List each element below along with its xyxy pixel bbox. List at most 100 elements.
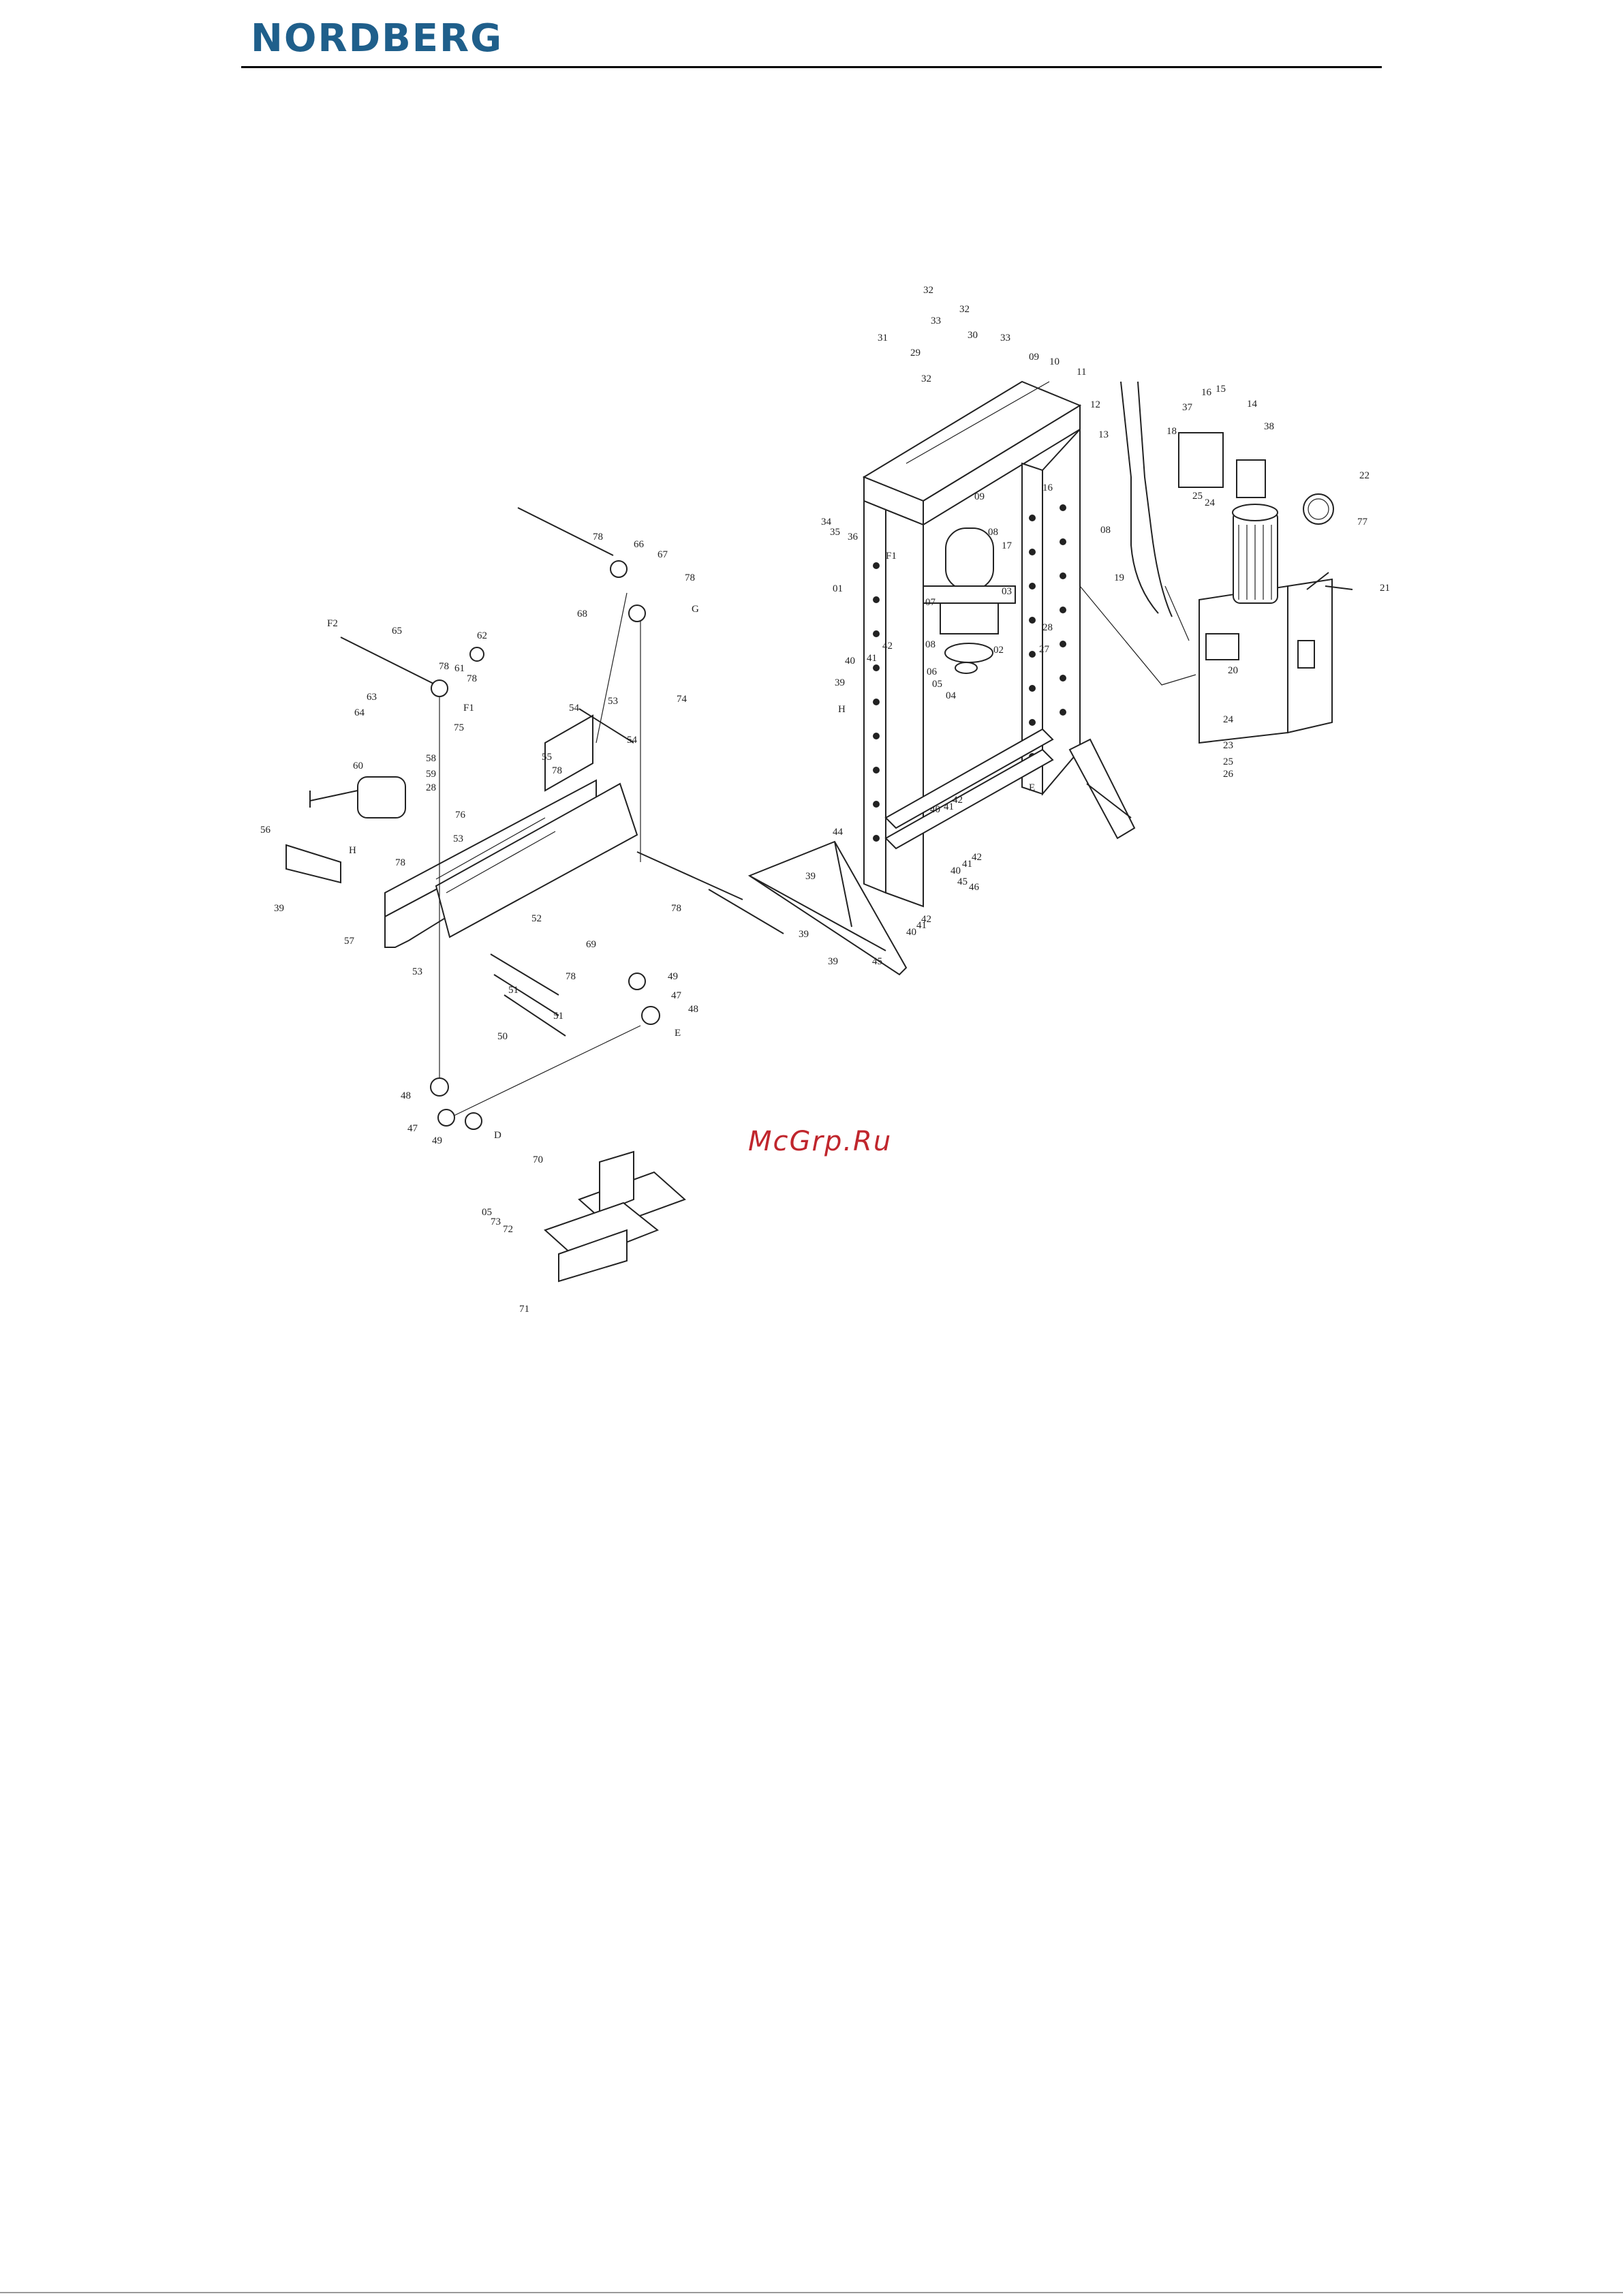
- callout-label: 25: [1192, 491, 1203, 502]
- callout-label: 08: [925, 639, 936, 650]
- callout-label: 11: [1077, 367, 1086, 378]
- callout-label: E: [675, 1028, 681, 1039]
- callout-label: 49: [432, 1135, 442, 1146]
- callout-label: 53: [453, 833, 463, 844]
- callout-label: 39: [274, 903, 284, 914]
- callout-label: 39: [799, 929, 809, 940]
- callout-label: 46: [969, 882, 980, 893]
- callout-label: 41: [962, 859, 972, 870]
- callout-label: 17: [1002, 540, 1013, 551]
- callout-label: 65: [392, 626, 402, 637]
- callout-label: 54: [627, 735, 638, 746]
- callout-label: F2: [327, 618, 338, 629]
- callout-label: 45: [957, 876, 968, 887]
- callout-label: 32: [923, 285, 933, 296]
- callout-label: 25: [1223, 756, 1233, 767]
- callout-label: 08: [988, 527, 998, 538]
- callout-label: 45: [872, 956, 882, 967]
- callout-label: 49: [668, 971, 678, 982]
- callout-label: 13: [1098, 429, 1109, 440]
- callout-label: 61: [454, 663, 465, 674]
- callout-labels: 32 32 33 33 31 29 30 09 10 11 32 12 16 1…: [260, 285, 1390, 1315]
- callout-label: 16: [1201, 387, 1212, 398]
- callout-label: 54: [569, 703, 580, 714]
- callout-label: 06: [927, 667, 938, 677]
- callout-label: 19: [1114, 572, 1124, 583]
- callout-label: 20: [1228, 665, 1238, 676]
- callout-label: 26: [1223, 769, 1234, 780]
- callout-label: 74: [677, 694, 687, 705]
- callout-label: 08: [1100, 525, 1111, 536]
- callout-label: 42: [953, 795, 963, 806]
- callout-label: 78: [467, 673, 477, 684]
- callout-label: 24: [1205, 498, 1216, 508]
- callout-label: 68: [577, 609, 587, 619]
- callout-label: 09: [1029, 352, 1039, 363]
- callout-label: 78: [566, 971, 576, 982]
- callout-label: 38: [1264, 421, 1274, 432]
- callout-label: 32: [959, 304, 970, 315]
- callout-label: 44: [833, 827, 844, 838]
- callout-label: 02: [993, 645, 1004, 656]
- callout-label: 40: [906, 927, 916, 938]
- callout-label: F1: [886, 551, 897, 562]
- callout-label: 51: [508, 985, 519, 996]
- callout-label: 75: [454, 722, 464, 733]
- callout-label: 48: [688, 1004, 698, 1015]
- callout-label: 23: [1223, 740, 1233, 751]
- hydraulic-cylinder: [923, 527, 1016, 674]
- callout-label: 48: [401, 1090, 411, 1101]
- callout-label: 50: [497, 1031, 508, 1042]
- callout-label: 56: [260, 825, 271, 836]
- callout-label: 30: [968, 330, 978, 341]
- callout-label: 41: [916, 920, 927, 931]
- footer-divider: [0, 2292, 1623, 2293]
- callout-label: 62: [477, 630, 487, 641]
- callout-label: F1: [463, 703, 474, 714]
- callout-label: 09: [974, 491, 985, 502]
- callout-label: 78: [395, 857, 405, 868]
- callout-label: 66: [634, 539, 645, 550]
- callout-label: 07: [925, 597, 936, 608]
- callout-label: 03: [1002, 586, 1012, 597]
- callout-label: 47: [671, 990, 682, 1001]
- callout-label: 16: [1042, 483, 1053, 493]
- callout-label: 29: [910, 348, 921, 358]
- callout-label: 04: [946, 690, 957, 701]
- callout-label: 34: [821, 517, 832, 527]
- callout-label: 33: [1000, 333, 1010, 343]
- callout-label: 32: [921, 373, 931, 384]
- callout-label: 53: [412, 966, 422, 977]
- callout-label: H: [349, 845, 356, 856]
- callout-label: 76: [455, 810, 466, 821]
- callout-label: 55: [542, 752, 552, 763]
- callout-label: D: [494, 1130, 501, 1141]
- callout-label: 60: [353, 761, 363, 771]
- callout-label: 31: [878, 333, 888, 343]
- callout-label: 28: [1042, 622, 1053, 633]
- callout-label: E: [1029, 782, 1035, 793]
- callout-label: 39: [828, 956, 838, 967]
- callout-label: 78: [593, 532, 603, 542]
- pump-motor-unit: [1178, 432, 1353, 744]
- callout-label: 78: [671, 903, 681, 914]
- press-plates: [544, 1150, 686, 1283]
- callout-label: 52: [531, 913, 542, 924]
- callout-label: G: [692, 604, 699, 615]
- callout-label: 39: [835, 677, 845, 688]
- callout-label: 51: [553, 1011, 563, 1022]
- callout-label: 57: [344, 936, 355, 947]
- callout-label: 40: [950, 866, 961, 876]
- press-frame: [747, 380, 1136, 976]
- callout-label: 63: [367, 692, 377, 703]
- callout-label: 42: [882, 641, 893, 652]
- callout-label: 21: [1380, 583, 1390, 594]
- hydraulic-hoses: [1079, 381, 1196, 686]
- callout-label: 69: [586, 939, 596, 950]
- callout-label: 01: [833, 583, 843, 594]
- callout-label: 14: [1247, 399, 1258, 410]
- callout-label: 39: [805, 871, 816, 882]
- callout-label: 40: [845, 656, 855, 667]
- callout-label: 78: [439, 661, 449, 672]
